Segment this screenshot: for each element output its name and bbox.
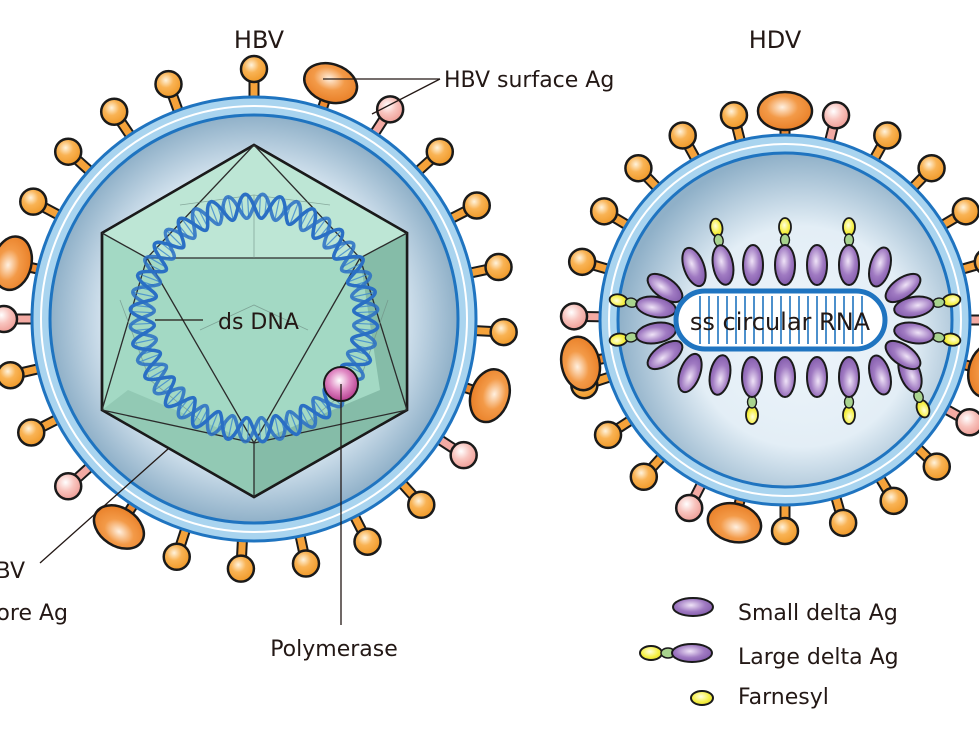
- large-delta-ag: [838, 217, 860, 286]
- small-delta-ag: [708, 354, 732, 396]
- hbv-surface-ag-label: HBV surface Ag: [444, 68, 614, 93]
- large-delta-ag: [893, 321, 962, 347]
- large-delta-ag: [741, 356, 763, 425]
- hdv-virion: HDV ss circular RNA: [559, 26, 979, 546]
- delta-antigens: [608, 217, 962, 425]
- farnesyl-icon: [690, 690, 714, 706]
- small-delta-ag: [677, 352, 703, 394]
- small-delta-ag: [868, 354, 892, 396]
- hbv-virion: HBV: [0, 26, 614, 662]
- ds-dna-helix: [128, 192, 380, 444]
- legend-item-small-delta-ag: Small delta Ag: [672, 597, 898, 626]
- large-delta-ag: [709, 217, 735, 286]
- rna-label: ss circular RNA: [690, 308, 871, 336]
- large-delta-ag-icon: [639, 643, 713, 663]
- ds-dna-label: ds DNA: [218, 310, 299, 335]
- legend-label: Small delta Ag: [738, 601, 898, 626]
- large-delta-ag: [774, 217, 796, 286]
- polymerase-label: Polymerase: [270, 637, 398, 662]
- hbv-core-ag-label-line1: HBV: [0, 559, 25, 584]
- middle-surface-ag-spike: [821, 101, 851, 158]
- hbv-core-ag-label-line2: core Ag: [0, 601, 68, 626]
- small-delta-ag: [806, 356, 828, 398]
- small-delta-ag: [884, 339, 922, 371]
- large-delta-ag: [893, 293, 962, 319]
- large-delta-ag: [608, 321, 677, 347]
- large-delta-ag: [838, 356, 860, 425]
- middle-surface-ag-spike: [674, 468, 712, 523]
- legend-item-farnesyl: Farnesyl: [690, 685, 829, 710]
- small-delta-ag: [742, 244, 764, 286]
- small-delta-ag: [681, 246, 707, 288]
- hbv-leader-lines: [39, 78, 441, 625]
- small-delta-ag-icon: [672, 597, 714, 617]
- hdv-title: HDV: [749, 26, 802, 54]
- small-delta-ag: [806, 244, 828, 286]
- hbv-title: HBV: [234, 26, 285, 54]
- ss-circular-rna: ss circular RNA: [673, 288, 888, 352]
- small-delta-ag: [884, 272, 922, 304]
- small-delta-ag: [868, 246, 892, 288]
- small-delta-ag: [774, 356, 796, 398]
- legend: Small delta Ag Large delta Ag Farnesyl: [639, 597, 899, 710]
- legend-label: Large delta Ag: [738, 645, 899, 670]
- small-delta-ag: [646, 339, 684, 371]
- legend-item-large-delta-ag: Large delta Ag: [639, 643, 899, 670]
- legend-label: Farnesyl: [738, 685, 829, 710]
